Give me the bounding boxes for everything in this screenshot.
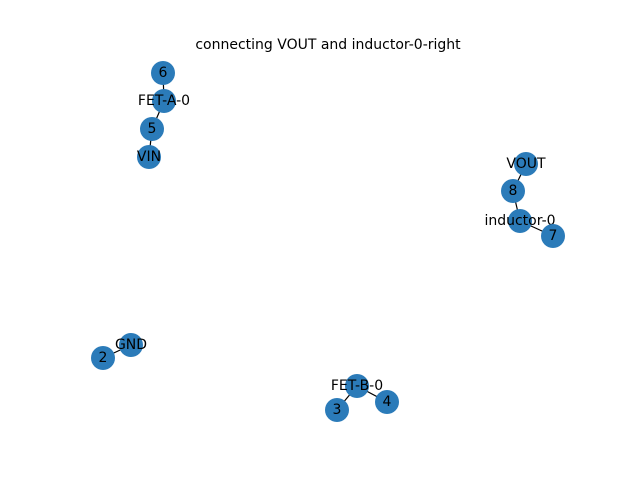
node-label: 4	[383, 394, 392, 410]
node-marker	[508, 209, 532, 233]
node-marker	[501, 179, 525, 203]
node-marker	[514, 152, 538, 176]
node-label: 3	[333, 402, 342, 418]
node-FET-A-0: FET-A-0	[138, 89, 190, 113]
graph-title: connecting VOUT and inductor-0-right	[195, 37, 461, 53]
node-marker	[119, 333, 143, 357]
node-marker	[152, 89, 176, 113]
node-inductor-0: inductor-0	[484, 209, 556, 233]
node-marker	[137, 145, 161, 169]
node-label: 5	[148, 121, 157, 137]
node-6: 6	[151, 61, 175, 85]
edge-layer	[102, 72, 554, 411]
node-8: 8	[501, 179, 525, 203]
node-label: FET-B-0	[331, 378, 383, 394]
node-VIN: VIN	[137, 145, 161, 169]
node-label: 7	[549, 228, 558, 244]
node-label: 6	[159, 65, 168, 81]
node-label: GND	[115, 337, 147, 353]
node-4: 4	[375, 390, 399, 414]
node-GND: GND	[115, 333, 147, 357]
node-marker	[325, 398, 349, 422]
node-FET-B-0: FET-B-0	[331, 374, 383, 398]
node-label: VIN	[137, 149, 161, 165]
node-marker	[91, 346, 115, 370]
node-label: 2	[99, 350, 108, 366]
node-marker	[541, 224, 565, 248]
node-label: VOUT	[506, 156, 546, 172]
node-label: 8	[509, 183, 518, 199]
node-3: 3	[325, 398, 349, 422]
node-marker	[375, 390, 399, 414]
node-label: FET-A-0	[138, 93, 190, 109]
node-7: 7	[541, 224, 565, 248]
node-5: 5	[140, 117, 164, 141]
node-2: 2	[91, 346, 115, 370]
node-marker	[140, 117, 164, 141]
node-label: inductor-0	[484, 213, 555, 229]
node-marker	[345, 374, 369, 398]
node-VOUT: VOUT	[506, 152, 546, 176]
node-marker	[151, 61, 175, 85]
